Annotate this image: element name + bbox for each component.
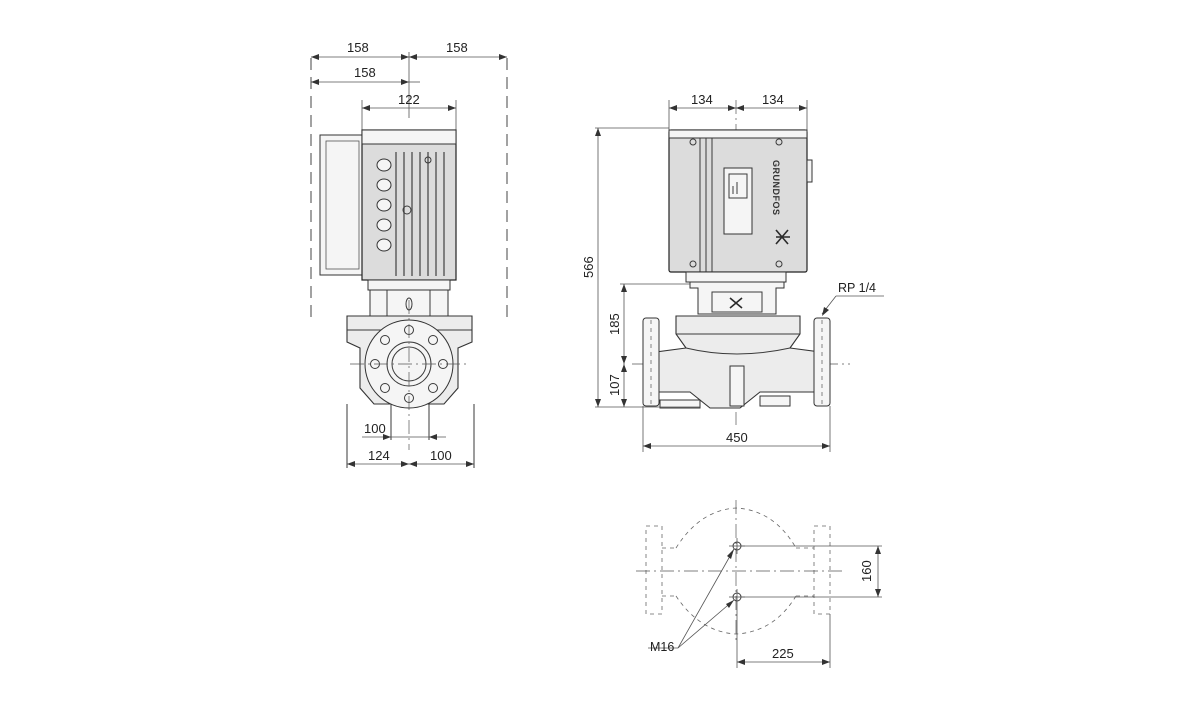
front-view: 134 134 GRUNDFOS (581, 92, 884, 452)
dim-foot-flange: 100 (362, 421, 446, 440)
side-view: 158 158 158 122 (310, 40, 508, 468)
bolt-callout: M16 (648, 548, 735, 654)
dim-height-base: 107 (607, 364, 627, 407)
dim-side-top-left: 158 (347, 40, 369, 55)
footprint-view: 160 225 M16 (636, 500, 882, 668)
dim-foot-flange-label: 100 (364, 421, 386, 436)
logo-mark-icon (775, 229, 790, 245)
dim-front-top-right: 134 (762, 92, 784, 107)
motor-fins (395, 152, 445, 276)
dim-bolt-offset-label: 225 (772, 646, 794, 661)
dim-front-top: 134 134 (668, 92, 808, 130)
dim-length-label: 450 (726, 430, 748, 445)
dim-side-base-left: 124 (368, 448, 390, 463)
dim-front-top-left: 134 (691, 92, 713, 107)
dim-length: 450 (642, 406, 831, 452)
brand-logo: GRUNDFOS (771, 160, 781, 216)
dim-motor-width: 122 (361, 92, 457, 130)
dim-height-pipe: 185 (607, 283, 690, 364)
dim-side-inner: 158 (311, 65, 420, 85)
dim-height-total: 566 (581, 127, 700, 408)
bolt-label: M16 (650, 640, 674, 654)
dim-bolt-spacing: 160 (741, 545, 882, 598)
dim-side-top-right: 158 (446, 40, 468, 55)
vent-label: RP 1/4 (838, 281, 876, 295)
dim-side-top: 158 158 (311, 40, 507, 60)
dim-bolt-spacing-label: 160 (859, 560, 874, 582)
dim-bolt-offset: 225 (736, 605, 831, 668)
dim-height-pipe-label: 185 (607, 313, 622, 335)
dim-height-base-label: 107 (607, 374, 622, 396)
vent-callout: RP 1/4 (821, 281, 884, 316)
dim-side-base-right: 100 (430, 448, 452, 463)
dim-side-inner-label: 158 (354, 65, 376, 80)
dim-side-base: 124 100 (347, 448, 474, 467)
dim-height-total-label: 566 (581, 256, 596, 278)
dim-motor-width-label: 122 (398, 92, 420, 107)
cable-glands (376, 156, 432, 252)
